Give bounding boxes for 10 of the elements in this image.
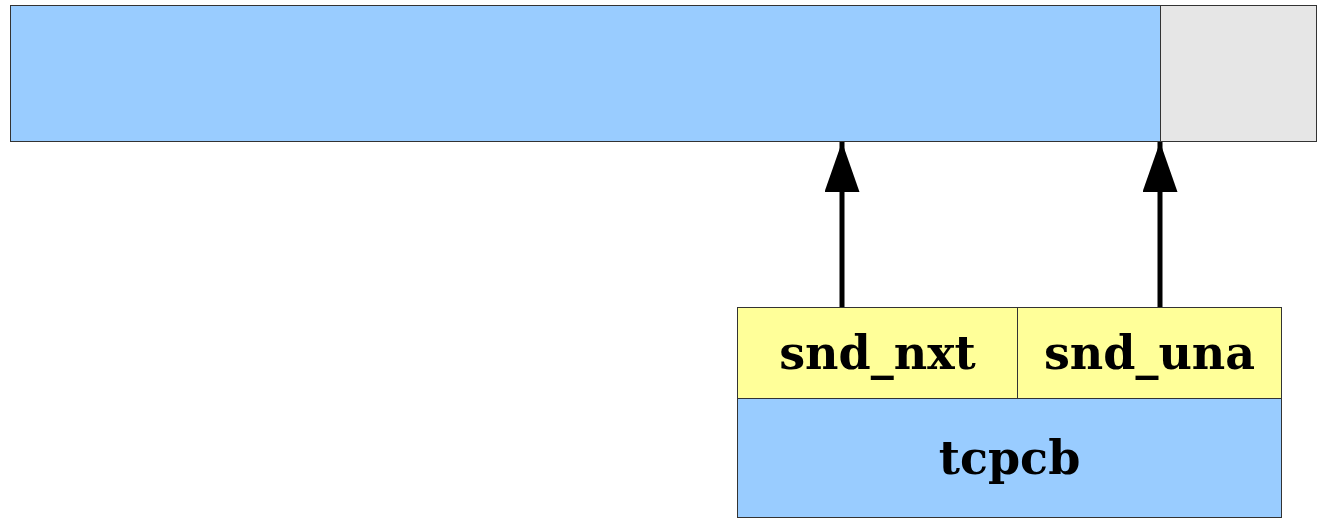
arrow: [824, 142, 860, 307]
field-box: [737, 307, 1018, 399]
field-label: tcpcb: [938, 431, 1081, 485]
field-label: snd_nxt: [779, 326, 976, 380]
field-box: [1017, 307, 1282, 399]
bar-segment: [1160, 5, 1317, 142]
field-label: snd_una: [1043, 326, 1256, 380]
bar-segment: [10, 5, 1161, 142]
struct-box: [737, 398, 1282, 518]
arrow: [1142, 142, 1178, 307]
